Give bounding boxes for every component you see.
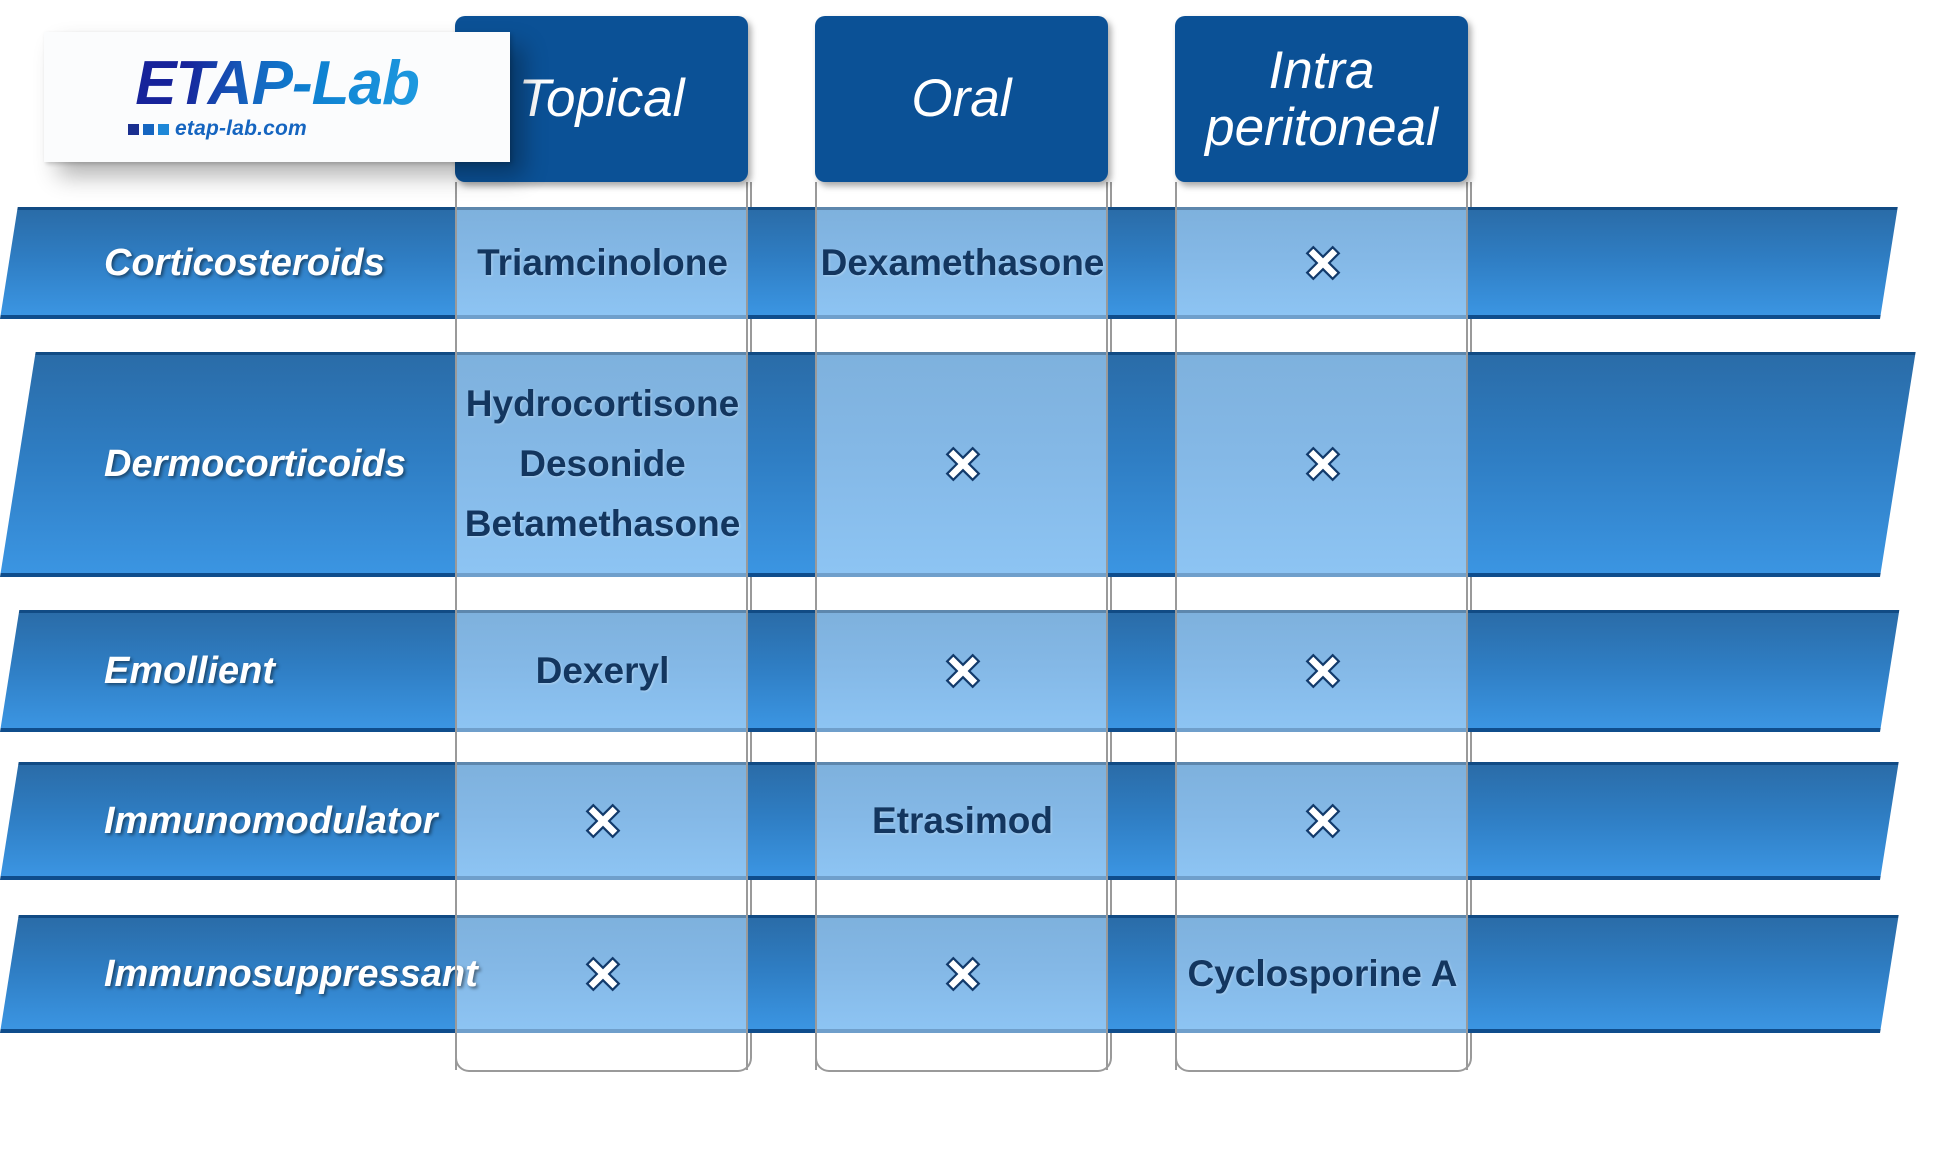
- column-header-oral[interactable]: Oral: [815, 16, 1108, 182]
- cell-immunosuppressant-oral[interactable]: [817, 915, 1108, 1033]
- cell-dermocorticoids-intraperitoneal[interactable]: [1177, 352, 1468, 577]
- table-row[interactable]: Dermocorticoids Hydrocortisone Desonide …: [0, 352, 1933, 577]
- cell-emollient-intraperitoneal[interactable]: [1177, 610, 1468, 732]
- cell-corticosteroids-oral[interactable]: Dexamethasone: [817, 207, 1108, 319]
- column-header-label: Topical: [518, 69, 685, 129]
- not-available-icon: [945, 446, 980, 482]
- cell-emollient-topical[interactable]: Dexeryl: [457, 610, 748, 732]
- row-header-dermocorticoids: Dermocorticoids: [104, 443, 406, 485]
- table-row[interactable]: Corticosteroids Triamcinolone Dexamethas…: [0, 207, 1933, 319]
- cell-text: Dexamethasone: [820, 241, 1105, 283]
- cell-text: Hydrocortisone Desonide Betamethasone: [464, 383, 741, 544]
- not-available-icon: [1305, 245, 1340, 280]
- column-divider-right-2: [1106, 182, 1108, 1070]
- cell-immunosuppressant-topical[interactable]: [457, 915, 748, 1033]
- cell-text: Etrasimod: [872, 799, 1053, 841]
- three-squares-icon: [128, 123, 169, 135]
- not-available-icon: [945, 956, 980, 991]
- column-divider-left-2: [815, 182, 817, 1070]
- cell-text: Triamcinolone: [477, 241, 728, 283]
- column-divider-left-1: [455, 182, 457, 1070]
- cell-emollient-oral[interactable]: [817, 610, 1108, 732]
- cell-immunomodulator-intraperitoneal[interactable]: [1177, 762, 1468, 880]
- cell-immunomodulator-oral[interactable]: Etrasimod: [817, 762, 1108, 880]
- not-available-icon: [1305, 653, 1340, 688]
- etap-lab-logo: ETAP-Lab etap-lab.com: [44, 32, 510, 162]
- row-header-immunosuppressant: Immunosuppressant: [104, 952, 478, 995]
- not-available-icon: [1305, 803, 1340, 838]
- brand-wordmark: ETAP-Lab: [135, 49, 420, 118]
- table-row[interactable]: Immunomodulator Etrasimod: [0, 762, 1933, 880]
- row-header-immunomodulator: Immunomodulator: [104, 799, 438, 842]
- column-divider-left-3: [1175, 182, 1177, 1070]
- column-divider-right-3: [1466, 182, 1468, 1070]
- not-available-icon: [1305, 446, 1340, 482]
- row-header-corticosteroids: Corticosteroids: [104, 241, 385, 284]
- table-row[interactable]: Immunosuppressant Cyclosporine A: [0, 915, 1933, 1033]
- cell-corticosteroids-intraperitoneal[interactable]: [1177, 207, 1468, 319]
- not-available-icon: [585, 803, 620, 838]
- column-header-label: Intra peritoneal: [1205, 40, 1438, 157]
- not-available-icon: [945, 653, 980, 688]
- cell-immunomodulator-topical[interactable]: [457, 762, 748, 880]
- column-header-intraperitoneal[interactable]: Intra peritoneal: [1175, 16, 1468, 182]
- column-divider-right-1: [746, 182, 748, 1070]
- brand-domain: etap-lab.com: [175, 117, 307, 140]
- cell-corticosteroids-topical[interactable]: Triamcinolone: [457, 207, 748, 319]
- table-row[interactable]: Emollient Dexeryl: [0, 610, 1933, 732]
- cell-dermocorticoids-oral[interactable]: [817, 352, 1108, 577]
- cell-dermocorticoids-topical[interactable]: Hydrocortisone Desonide Betamethasone: [457, 352, 748, 577]
- column-header-label: Oral: [911, 69, 1012, 129]
- cell-text: Dexeryl: [535, 649, 670, 691]
- brand-sub: etap-lab.com: [128, 117, 307, 141]
- row-header-emollient: Emollient: [104, 649, 276, 692]
- cell-immunosuppressant-intraperitoneal[interactable]: Cyclosporine A: [1177, 915, 1468, 1033]
- cell-text: Cyclosporine A: [1187, 952, 1458, 994]
- not-available-icon: [585, 956, 620, 991]
